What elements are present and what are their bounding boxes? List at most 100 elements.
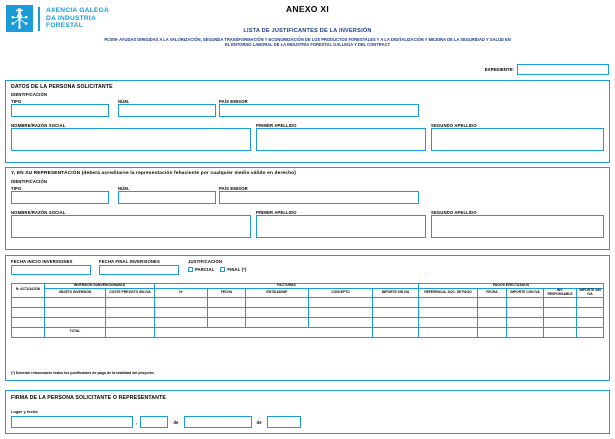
cell[interactable]: [576, 306, 605, 318]
representative-tipo-input[interactable]: [11, 191, 109, 204]
de-separator-1: de: [173, 419, 179, 425]
table-row[interactable]: [11, 296, 605, 308]
fecha-final-input[interactable]: [99, 265, 179, 275]
total-label: TOTAL: [44, 326, 106, 338]
representative-apellido2-input[interactable]: [431, 215, 604, 238]
applicant-pais-input[interactable]: [219, 104, 419, 117]
investment-section: FECHA INICIO INVERSIONES FECHA FINAL INV…: [5, 255, 610, 381]
expediente-label: EXPEDIENTE:: [484, 67, 514, 72]
total-facturas-blank: [154, 326, 373, 338]
cell[interactable]: [11, 316, 45, 328]
cell[interactable]: [154, 296, 208, 308]
cell[interactable]: [44, 296, 106, 308]
total-fac-importe[interactable]: [371, 326, 420, 338]
representative-nombre-input[interactable]: [11, 215, 251, 238]
year-input[interactable]: [266, 416, 301, 428]
cell[interactable]: [11, 296, 45, 308]
fecha-final-label: FECHA FINAL INVERSIONES: [99, 259, 160, 264]
applicant-identification-label: IDENTIFICACIÓN: [11, 92, 48, 97]
th-pag-importe: IMPORTE CON IVA: [506, 287, 545, 298]
cell[interactable]: [207, 316, 246, 328]
cell[interactable]: [418, 306, 479, 318]
table-body: TOTAL: [11, 296, 605, 338]
applicant-nombre-input[interactable]: [11, 128, 251, 151]
total-coste[interactable]: [105, 326, 155, 338]
cell[interactable]: [308, 306, 373, 318]
cell[interactable]: [105, 306, 155, 318]
cell[interactable]: [418, 296, 479, 308]
cell[interactable]: [543, 296, 578, 308]
table-row[interactable]: [11, 316, 605, 328]
cell[interactable]: [371, 306, 420, 318]
cell[interactable]: [576, 316, 605, 328]
th-pag-fecha: FECHA: [477, 287, 508, 298]
th-objeto: OBJETO INVERSIÓN: [44, 287, 106, 298]
cell[interactable]: [506, 306, 545, 318]
cell[interactable]: [506, 316, 545, 328]
cell[interactable]: [105, 316, 155, 328]
cell[interactable]: [477, 316, 508, 328]
th-n-actuacion: Nº ACTUACIÓN: [11, 283, 45, 298]
agency-name-line1: AXENCIA GALEGA: [46, 7, 109, 15]
cell[interactable]: [207, 306, 246, 318]
justificacion-options: PARCIAL FINAL (*): [188, 267, 247, 272]
signature-section-title: FIRMA DE LA PERSONA SOLICITANTE O REPRES…: [11, 395, 166, 401]
representative-num-label: NÚM.: [118, 186, 130, 191]
cell[interactable]: [506, 296, 545, 308]
cell[interactable]: [477, 296, 508, 308]
cell[interactable]: [207, 296, 246, 308]
cell[interactable]: [44, 316, 106, 328]
representative-apellido1-input[interactable]: [256, 215, 426, 238]
cell[interactable]: [543, 306, 578, 318]
agency-name: AXENCIA GALEGA DA INDUSTRIA FORESTAL: [46, 7, 109, 30]
cell[interactable]: [154, 306, 208, 318]
applicant-section-title: DATOS DE LA PERSONA SOLICITANTE: [11, 84, 113, 90]
cell[interactable]: [11, 306, 45, 318]
fecha-inicio-input[interactable]: [11, 265, 91, 275]
cell[interactable]: [245, 316, 309, 328]
agency-logo: AXENCIA GALEGA DA INDUSTRIA FORESTAL: [6, 5, 109, 32]
cell[interactable]: [371, 316, 420, 328]
representative-pais-input[interactable]: [219, 191, 419, 204]
final-checkbox[interactable]: [220, 267, 226, 272]
applicant-tipo-input[interactable]: [11, 104, 109, 117]
table-group-header-row: Nº ACTUACIÓN INVERSIÓN SUBVENCIONABLE FA…: [11, 283, 605, 298]
cell[interactable]: [371, 296, 420, 308]
cell[interactable]: [105, 296, 155, 308]
cell[interactable]: [245, 306, 309, 318]
applicant-apellido1-input[interactable]: [256, 128, 426, 151]
cell[interactable]: [477, 306, 508, 318]
justificacion-label: JUSTIFICACIÓN: [188, 259, 223, 264]
cell[interactable]: [543, 316, 578, 328]
cell[interactable]: [245, 296, 309, 308]
applicant-num-input[interactable]: [118, 104, 216, 117]
cell[interactable]: [154, 316, 208, 328]
cell[interactable]: [576, 296, 605, 308]
cell[interactable]: [418, 316, 479, 328]
total-pag-referencia[interactable]: [418, 326, 479, 338]
expediente-input[interactable]: [517, 64, 609, 75]
parcial-checkbox[interactable]: [188, 267, 193, 272]
place-date-row: , de de: [11, 416, 301, 428]
day-input[interactable]: [140, 416, 169, 428]
total-pag-importe[interactable]: [506, 326, 545, 338]
th-fac-fecha: FECHA: [207, 287, 246, 298]
fecha-inicio-label: FECHA INICIO INVERSIONES: [11, 259, 73, 264]
representative-num-input[interactable]: [118, 191, 216, 204]
representative-apellido1-label: PRIMER APELLIDO: [256, 210, 297, 215]
page-subtitle-line1: PC009- AYUDAS DIRIGIDAS A LA VALORIZACIÓ…: [104, 37, 511, 42]
parcial-label: PARCIAL: [195, 267, 215, 272]
cell[interactable]: [308, 296, 373, 308]
place-input[interactable]: [11, 416, 133, 428]
page-subtitle: PC009- AYUDAS DIRIGIDAS A LA VALORIZACIÓ…: [14, 37, 601, 47]
cell[interactable]: [308, 316, 373, 328]
table-row[interactable]: [11, 306, 605, 318]
month-input[interactable]: [183, 416, 252, 428]
total-pag-importe-sin[interactable]: [576, 326, 605, 338]
total-pag-responsable[interactable]: [543, 326, 578, 338]
representative-section: Y, EN SU REPRESENTACIÓN (deberá acredita…: [5, 167, 610, 250]
total-pag-fecha: [477, 326, 508, 338]
cell[interactable]: [44, 306, 106, 318]
applicant-apellido2-input[interactable]: [431, 128, 604, 151]
th-fac-entidad: ENTIDAD/NIF: [245, 287, 309, 298]
